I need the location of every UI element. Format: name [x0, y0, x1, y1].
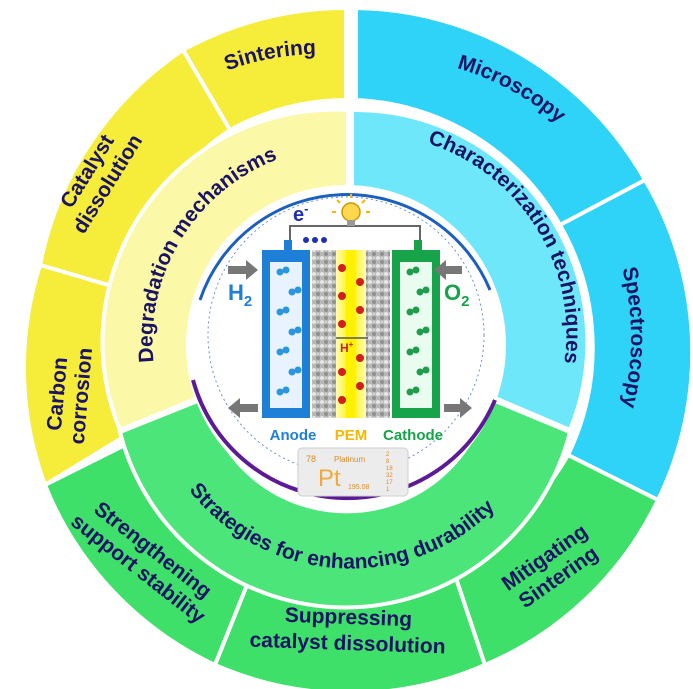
fuel-cell-schematic: e- — [228, 194, 472, 497]
oxygen-molecules — [406, 266, 430, 396]
accent-arc-blue — [198, 193, 492, 301]
proton-markers — [338, 264, 364, 404]
h2-label: H2 — [228, 280, 252, 310]
element-symbol: Pt — [318, 465, 341, 492]
element-mass: 195.08 — [348, 484, 370, 491]
element-shell-1: 2 — [386, 452, 390, 458]
o2-label: O2 — [444, 280, 469, 310]
pem-label: PEM — [335, 427, 368, 444]
element-name: Platinum — [334, 455, 365, 464]
element-shell-5: 17 — [386, 480, 393, 486]
cathode-gdl — [366, 250, 390, 418]
segment-sintering — [180, 5, 348, 133]
lightbulb-icon — [332, 194, 370, 226]
hydrogen-molecules — [276, 266, 302, 396]
element-shell-6: 1 — [386, 487, 390, 493]
anode-gdl — [312, 250, 336, 418]
element-shell-2: 8 — [386, 459, 390, 465]
cathode-label: Cathode — [383, 427, 443, 444]
element-number: 78 — [306, 454, 316, 464]
proton-label: H+ — [340, 340, 354, 355]
anode-label: Anode — [270, 427, 317, 444]
accent-arc-purple — [191, 379, 497, 501]
inner-strategies — [117, 395, 573, 610]
electron-label: e- — [293, 201, 308, 226]
label-suppressing-1: Suppressing — [284, 604, 412, 631]
flow-arrows — [228, 260, 472, 418]
platinum-element-tile: 78 Platinum Pt 195.08 2 8 18 32 17 1 — [297, 447, 409, 497]
element-shell-3: 18 — [386, 466, 393, 472]
electron-dots — [303, 237, 327, 243]
element-shell-4: 32 — [386, 473, 393, 479]
